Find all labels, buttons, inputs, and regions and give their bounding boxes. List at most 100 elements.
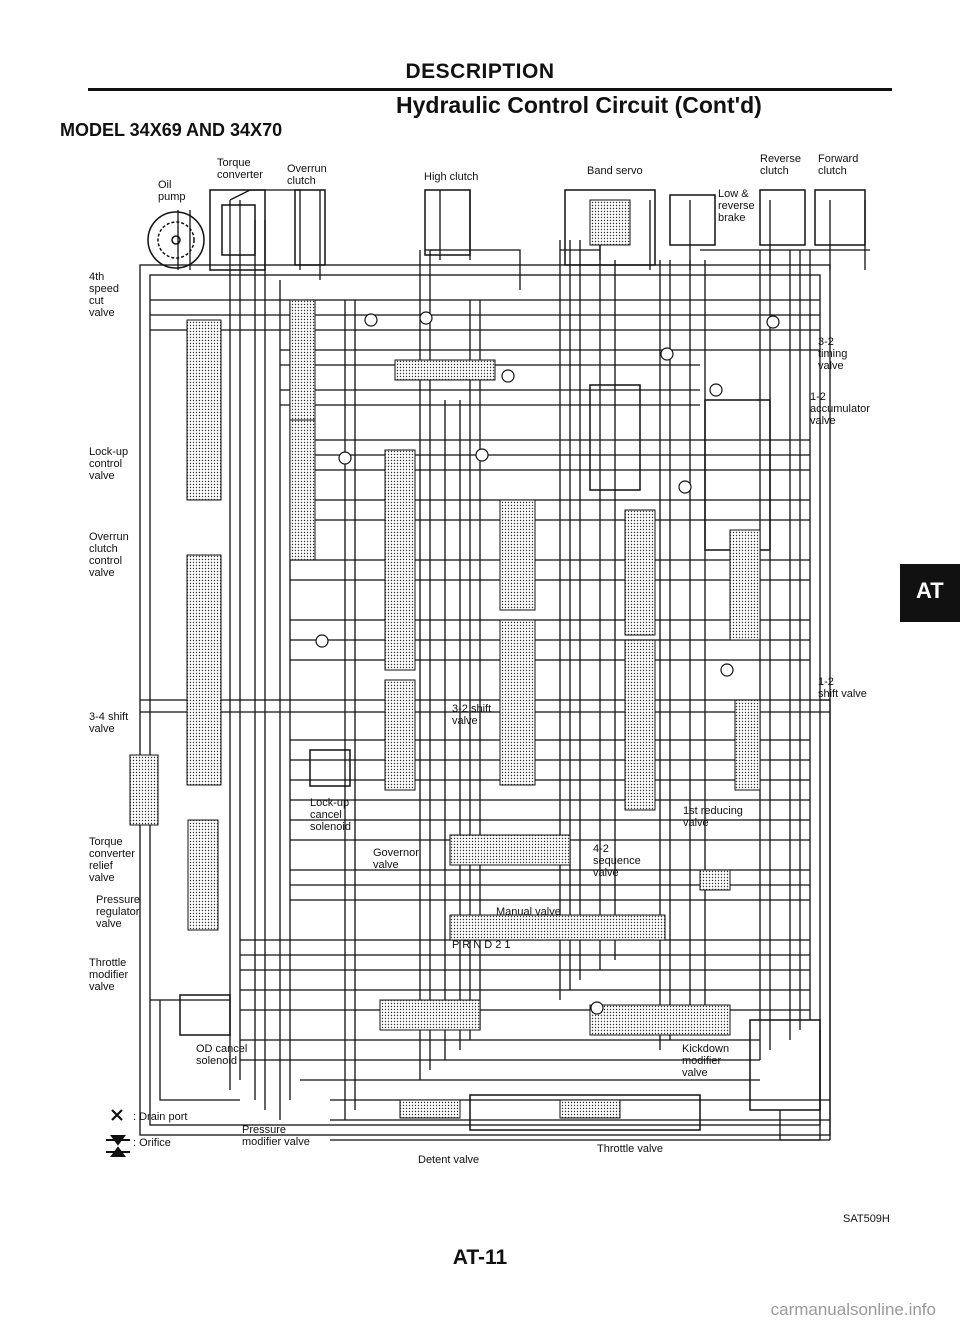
- label-line: cut: [89, 295, 104, 307]
- label-line: cancel: [310, 809, 342, 821]
- side-tab-at: AT: [900, 564, 960, 622]
- circuit-lines: [139, 189, 870, 1141]
- label-line: Detent valve: [418, 1154, 479, 1166]
- label-line: solenoid: [310, 821, 351, 833]
- label-line: valve: [593, 867, 619, 879]
- label-line: brake: [718, 212, 746, 224]
- label-line: speed: [89, 283, 119, 295]
- orifice-icon: [106, 1135, 130, 1157]
- label-line: valve: [96, 918, 122, 930]
- label-line: valve: [373, 859, 399, 871]
- label-line: Governor: [373, 847, 419, 859]
- valve-spools: [129, 199, 761, 1119]
- side-tab-label: AT: [916, 578, 944, 603]
- component-outlines: [179, 189, 866, 1131]
- label-line: solenoid: [196, 1055, 237, 1067]
- section-title: DESCRIPTION: [405, 60, 555, 83]
- label-prnd21: P R N D 2 1: [452, 939, 511, 951]
- label-line: 4th: [89, 271, 104, 283]
- label-line: valve: [452, 715, 478, 727]
- label-line: shift valve: [818, 688, 867, 700]
- label-line: Manual valve: [496, 906, 561, 918]
- label-line: Pressure: [96, 894, 140, 906]
- label-line: valve: [810, 415, 836, 427]
- label-line: modifier: [682, 1055, 721, 1067]
- label-line: Forward: [818, 153, 858, 165]
- label-line: Torque: [217, 157, 251, 169]
- header-rule: [88, 88, 892, 91]
- label-line: High clutch: [424, 171, 478, 183]
- label-band-servo: Band servo: [587, 165, 643, 177]
- label-line: relief: [89, 860, 114, 872]
- label-line: Band servo: [587, 165, 643, 177]
- figure-code: SAT509H: [843, 1213, 890, 1225]
- label-line: modifier: [89, 969, 128, 981]
- label-line: control: [89, 458, 122, 470]
- drain-port-icon: [111, 1109, 123, 1121]
- label-manual-valve: Manual valve: [496, 906, 561, 918]
- label-line: 3-4 shift: [89, 711, 128, 723]
- label-line: valve: [89, 567, 115, 579]
- legend-orifice-text: : Orifice: [133, 1137, 171, 1149]
- legend-drain-text: : Drain port: [133, 1111, 187, 1123]
- label-line: reverse: [718, 200, 755, 212]
- label-line: clutch: [89, 543, 118, 555]
- label-line: valve: [89, 723, 115, 735]
- label-line: Low &: [718, 188, 749, 200]
- label-line: converter: [217, 169, 263, 181]
- label-line: Torque: [89, 836, 123, 848]
- label-line: Overrun: [287, 163, 327, 175]
- label-line: Lock-up: [89, 446, 128, 458]
- label-line: valve: [818, 360, 844, 372]
- label-line: 3-2 shift: [452, 703, 491, 715]
- label-line: Lock-up: [310, 797, 349, 809]
- label-line: Pressure: [242, 1124, 286, 1136]
- label-line: control: [89, 555, 122, 567]
- label-line: valve: [89, 981, 115, 993]
- label-line: 4-2: [593, 843, 609, 855]
- label-line: 1-2: [818, 676, 834, 688]
- label-line: valve: [89, 307, 115, 319]
- orifices: [315, 311, 780, 1015]
- footer-watermark: carmanualsonline.info: [770, 1300, 936, 1319]
- label-line: Throttle: [89, 957, 126, 969]
- model-heading: MODEL 34X69 AND 34X70: [60, 120, 283, 140]
- label-line: Throttle valve: [597, 1143, 663, 1155]
- label-detent-valve: Detent valve: [418, 1154, 479, 1166]
- label-line: valve: [89, 470, 115, 482]
- label-line: 1st reducing: [683, 805, 743, 817]
- label-high-clutch: High clutch: [424, 171, 478, 183]
- label-line: pump: [158, 191, 186, 203]
- label-line: valve: [89, 872, 115, 884]
- label-line: clutch: [287, 175, 316, 187]
- label-throttle-valve: Throttle valve: [597, 1143, 663, 1155]
- label-line: 1-2: [810, 391, 826, 403]
- label-line: 3-2: [818, 336, 834, 348]
- label-line: Overrun: [89, 531, 129, 543]
- label-line: Reverse: [760, 153, 801, 165]
- pump-gear: [147, 211, 205, 269]
